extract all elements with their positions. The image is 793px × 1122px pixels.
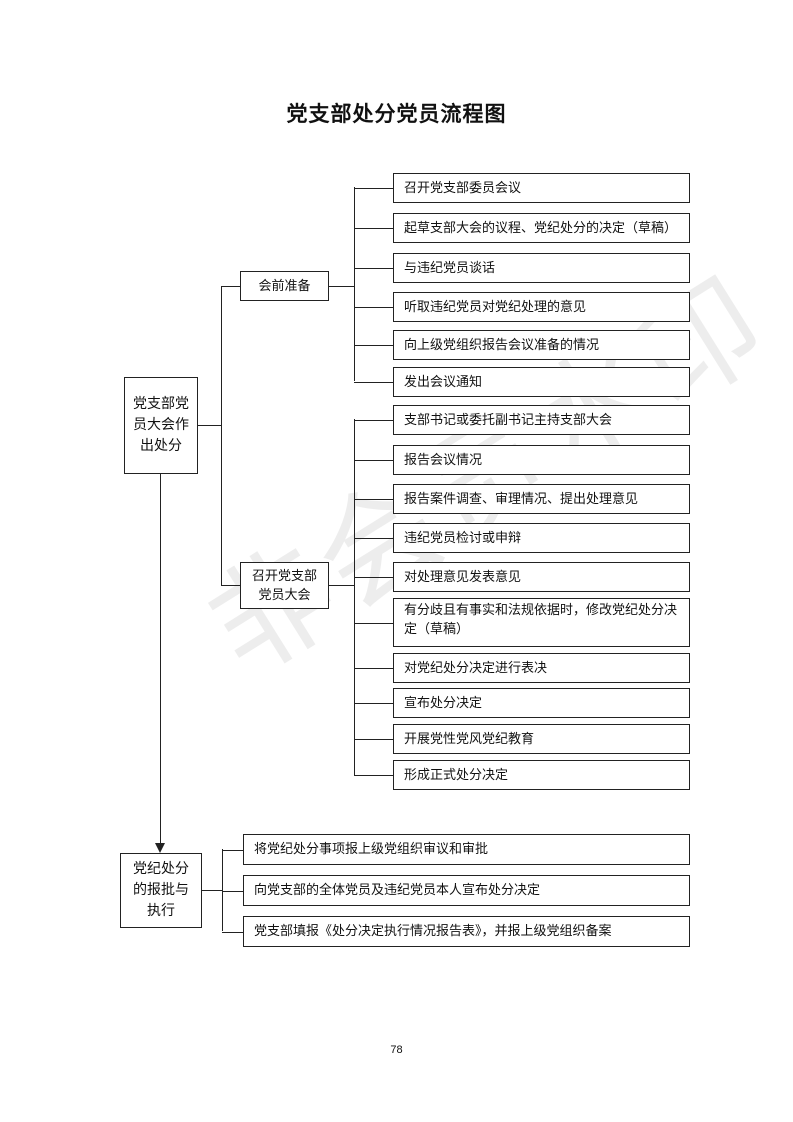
meeting-step: 有分歧且有事实和法规依据时，修改党纪处分决定（草稿） (393, 598, 690, 647)
meeting-step-label: 违纪党员检讨或申辩 (404, 530, 522, 546)
prep-step: 向上级党组织报告会议准备的情况 (393, 330, 690, 360)
prep-step-label: 向上级党组织报告会议准备的情况 (404, 337, 600, 353)
root-node: 党支部党员大会作出处分 (124, 377, 198, 474)
connector-line (354, 307, 393, 308)
connector-line (222, 850, 243, 851)
connector-line (354, 268, 393, 269)
connector-line (354, 420, 393, 421)
connector-line (222, 849, 223, 931)
prep-step: 起草支部大会的议程、党纪处分的决定（草稿） (393, 213, 690, 243)
prep-node-label: 会前准备 (258, 278, 311, 294)
connector-line (222, 932, 243, 933)
connector-line (354, 188, 393, 189)
connector-line (354, 499, 393, 500)
connector-line (221, 585, 240, 586)
approval-step-label: 向党支部的全体党员及违纪党员本人宣布处分决定 (254, 883, 541, 898)
connector-line (354, 703, 393, 704)
meeting-step-label: 开展党性党风党纪教育 (404, 731, 535, 747)
approval-step-label: 将党纪处分事项报上级党组织审议和审批 (254, 842, 489, 857)
connector-line (221, 286, 222, 586)
approval-step: 党支部填报《处分决定执行情况报告表》，并报上级党组织备案 (243, 916, 690, 947)
approval-step: 向党支部的全体党员及违纪党员本人宣布处分决定 (243, 875, 690, 906)
meeting-step: 形成正式处分决定 (393, 760, 690, 790)
meeting-step: 宣布处分决定 (393, 688, 690, 718)
connector-line (354, 577, 393, 578)
connector-line (354, 187, 355, 381)
prep-step: 与违纪党员谈话 (393, 253, 690, 283)
prep-step: 召开党支部委员会议 (393, 173, 690, 203)
meeting-node: 召开党支部党员大会 (240, 562, 329, 609)
connector-line (198, 425, 221, 426)
prep-step-label: 起草支部大会的议程、党纪处分的决定（草稿） (404, 220, 678, 236)
meeting-step: 违纪党员检讨或申辩 (393, 523, 690, 553)
connector-line (354, 668, 393, 669)
approval-step-label: 党支部填报《处分决定执行情况报告表》，并报上级党组织备案 (254, 924, 612, 939)
connector-line (354, 775, 393, 776)
meeting-step-label: 报告案件调查、审理情况、提出处理意见 (404, 491, 639, 507)
prep-step-label: 与违纪党员谈话 (404, 260, 496, 276)
prep-step-label: 听取违纪党员对党纪处理的意见 (404, 299, 587, 315)
approval-step: 将党纪处分事项报上级党组织审议和审批 (243, 834, 690, 865)
meeting-step: 支部书记或委托副书记主持支部大会 (393, 405, 690, 435)
meeting-step: 报告案件调查、审理情况、提出处理意见 (393, 484, 690, 514)
connector-line (354, 345, 393, 346)
meeting-step-label: 报告会议情况 (404, 452, 483, 468)
connector-line (329, 286, 354, 287)
meeting-step: 对党纪处分决定进行表决 (393, 653, 690, 683)
connector-line (354, 623, 393, 624)
connector-line (354, 228, 393, 229)
arrow-down-icon (155, 843, 165, 853)
connector-line (354, 419, 355, 775)
page-number: 78 (390, 1044, 403, 1056)
connector-line (354, 460, 393, 461)
arrow-shaft (160, 474, 161, 844)
connector-line (354, 538, 393, 539)
approval-node-label: 党纪处分的报批与执行 (133, 861, 189, 919)
approval-node: 党纪处分的报批与执行 (120, 853, 202, 928)
prep-step-label: 召开党支部委员会议 (404, 180, 522, 196)
prep-step-label: 发出会议通知 (404, 374, 483, 390)
prep-step: 听取违纪党员对党纪处理的意见 (393, 292, 690, 322)
meeting-step-label: 对处理意见发表意见 (404, 569, 522, 585)
meeting-step-label: 对党纪处分决定进行表决 (404, 660, 548, 676)
connector-line (354, 382, 393, 383)
page-title: 党支部处分党员流程图 (286, 101, 507, 126)
prep-node: 会前准备 (240, 271, 329, 301)
meeting-step: 对处理意见发表意见 (393, 562, 690, 592)
meeting-step: 报告会议情况 (393, 445, 690, 475)
connector-line (222, 891, 243, 892)
root-node-label: 党支部党员大会作出处分 (133, 396, 189, 454)
connector-line (221, 286, 240, 287)
connector-line (329, 585, 354, 586)
meeting-node-label: 召开党支部党员大会 (251, 568, 317, 603)
prep-step: 发出会议通知 (393, 367, 690, 397)
connector-line (202, 890, 222, 891)
meeting-step: 开展党性党风党纪教育 (393, 724, 690, 754)
connector-line (354, 739, 393, 740)
meeting-step-label: 形成正式处分决定 (404, 767, 509, 783)
meeting-step-label: 有分歧且有事实和法规依据时，修改党纪处分决定（草稿） (404, 603, 678, 637)
meeting-step-label: 宣布处分决定 (404, 695, 483, 711)
meeting-step-label: 支部书记或委托副书记主持支部大会 (404, 412, 613, 428)
